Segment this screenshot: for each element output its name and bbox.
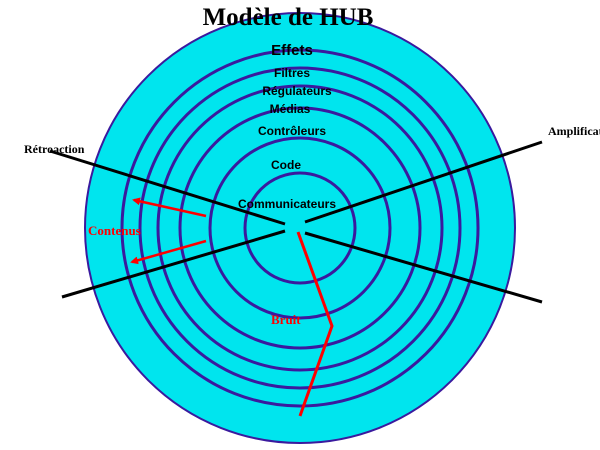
feedback-line-upper [49,149,286,226]
amplification-label: Amplification [548,124,600,138]
ring-regulateurs [138,66,462,390]
ring-controleurs [178,106,422,350]
outer-disk [84,12,516,444]
noise-line [296,231,334,417]
contents-arrows [130,197,207,265]
contents-arrow-upper [132,197,207,218]
amplification-line-upper [304,140,543,224]
contents-arrow-lower [130,239,207,265]
ring-label-regulateurs: Régulateurs [262,84,332,98]
ring-label-medias: Médias [270,102,311,116]
feedback-line-lower [61,229,286,299]
ring-label-controleurs: Contrôleurs [258,124,326,138]
noise-label: Bruit [271,312,301,327]
crossing-lines [49,140,543,304]
ring-label-code: Code [271,158,301,172]
ring-label-effets: Effets [271,42,313,59]
amplification-line-lower [304,231,543,304]
contents-label: Contenus [88,223,141,238]
ring-communicateurs [243,171,357,285]
retroaction-label: Rétroaction [24,142,85,156]
ring-filtres [120,48,480,408]
ring-medias [156,84,444,372]
ring-code [208,136,392,320]
concentric-rings [120,48,480,408]
ring-label-filtres: Filtres [274,66,310,80]
ring-label-communicateurs: Communicateurs [238,197,336,211]
diagram-title: Modèle de HUB [203,4,374,31]
